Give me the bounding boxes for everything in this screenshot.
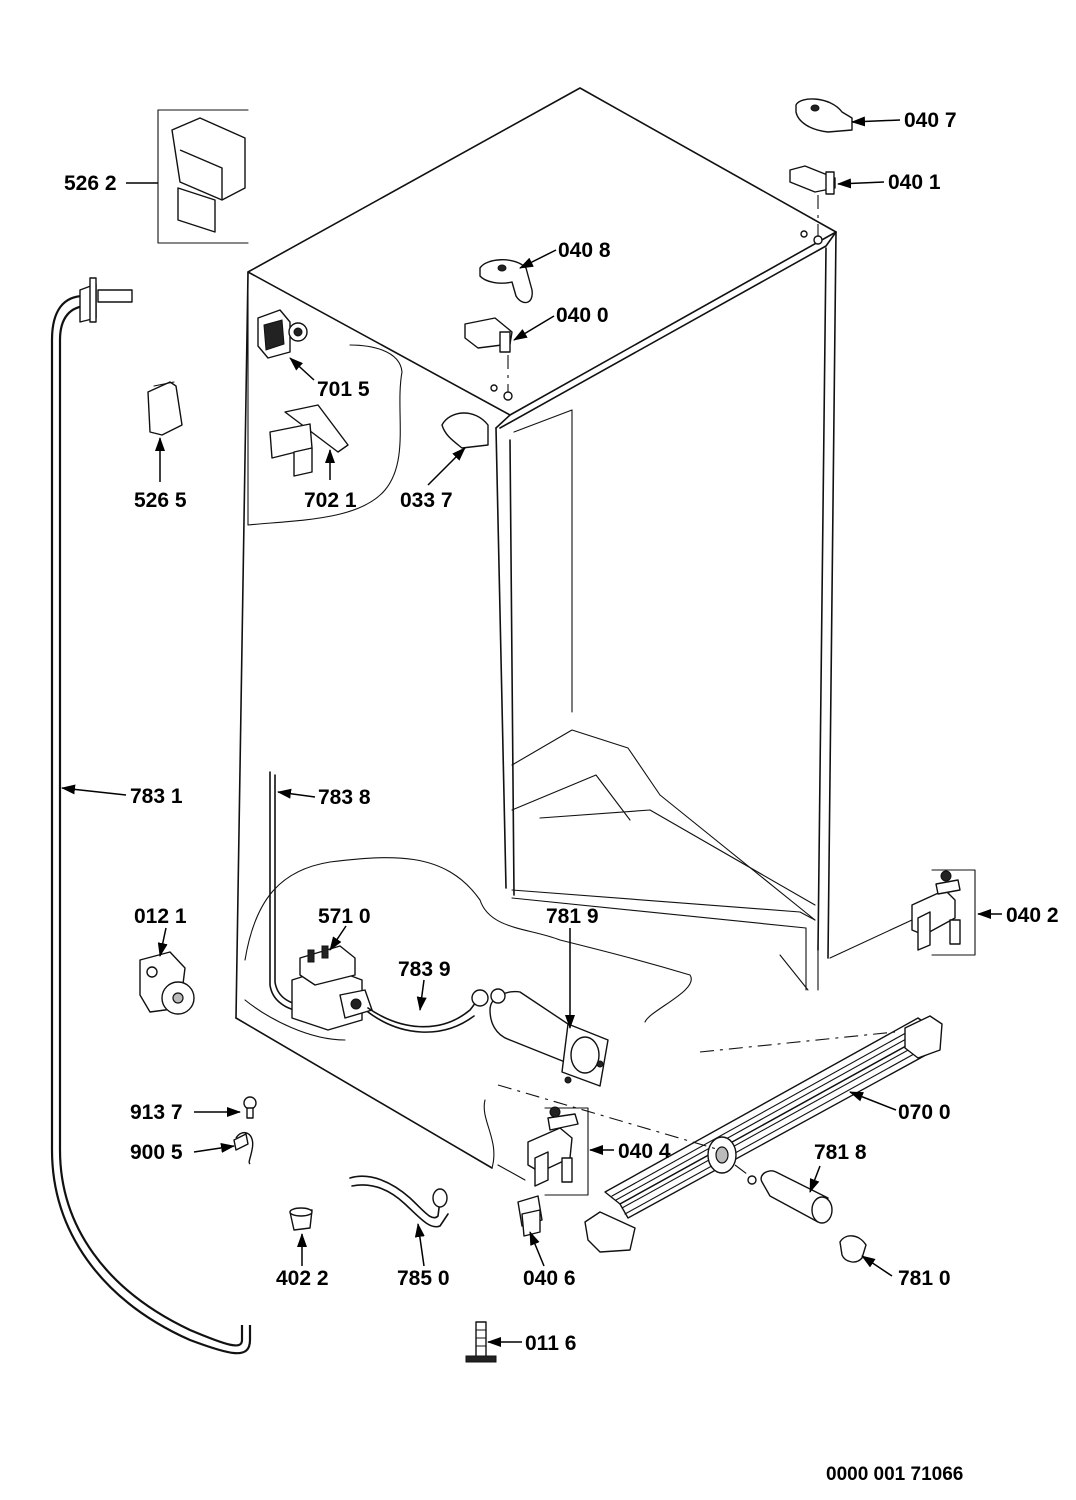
switch-assembly <box>257 309 308 359</box>
callout-7819: 781 9 <box>546 905 599 928</box>
leader-lines <box>61 116 1002 1347</box>
callout-5262: 526 2 <box>64 172 117 195</box>
drain-tube <box>349 1175 449 1228</box>
control-box-assembly <box>157 109 249 244</box>
water-supply-tube <box>50 277 252 1355</box>
top-hinge-center <box>464 317 513 401</box>
callout-5265: 526 5 <box>134 489 187 512</box>
shim-part <box>441 412 489 449</box>
lower-hinge-left <box>497 1106 589 1196</box>
label-plate <box>147 381 183 436</box>
callout-7838: 783 8 <box>318 786 371 809</box>
callout-7850: 785 0 <box>397 1267 450 1290</box>
hinge-cover-center <box>479 259 533 304</box>
callout-0700: 070 0 <box>898 1101 951 1124</box>
callout-0404: 040 4 <box>618 1140 671 1163</box>
callout-0408: 040 8 <box>558 239 611 262</box>
hinge-bracket <box>517 1195 543 1237</box>
damper-assembly <box>269 404 349 477</box>
callout-7810: 781 0 <box>898 1267 951 1290</box>
roller-assembly <box>139 951 195 1015</box>
refrigerator-cabinet <box>235 87 837 1169</box>
callout-0406: 040 6 <box>523 1267 576 1290</box>
tube-valve-to-fitting <box>367 991 486 1033</box>
base-grille <box>584 1015 943 1253</box>
callout-0337: 033 7 <box>400 489 453 512</box>
top-hinge-right <box>789 165 836 245</box>
filter-cartridge <box>747 1170 833 1224</box>
callout-0116: 011 6 <box>525 1332 576 1355</box>
callout-9005: 900 5 <box>130 1141 183 1164</box>
callout-0121: 012 1 <box>134 905 187 928</box>
callout-7839: 783 9 <box>398 958 451 981</box>
callout-0401: 040 1 <box>888 171 941 194</box>
hinge-cover-top-right <box>795 98 853 133</box>
screw <box>243 1096 257 1119</box>
leveling-leg <box>465 1321 497 1363</box>
cap-plug <box>289 1207 313 1231</box>
callout-7818: 781 8 <box>814 1141 867 1164</box>
tube-clip <box>233 1131 254 1165</box>
callout-0407: 040 7 <box>904 109 957 132</box>
document-number: 0000 001 71066 <box>826 1464 963 1485</box>
callout-7831: 783 1 <box>130 785 183 808</box>
water-valve <box>291 945 373 1031</box>
filter-housing <box>471 988 609 1087</box>
callout-0402: 040 2 <box>1006 904 1059 927</box>
callout-labels: 040 7 040 1 526 2 040 8 040 0 701 5 526 … <box>64 109 1059 1355</box>
callout-7021: 702 1 <box>304 489 357 512</box>
filter-cap <box>839 1235 867 1263</box>
callout-9137: 913 7 <box>130 1101 183 1124</box>
callout-0400: 040 0 <box>556 304 609 327</box>
lower-hinge-right <box>829 869 976 959</box>
callout-7015: 701 5 <box>317 378 370 401</box>
callout-4022: 402 2 <box>276 1267 329 1290</box>
callout-5710: 571 0 <box>318 905 371 928</box>
